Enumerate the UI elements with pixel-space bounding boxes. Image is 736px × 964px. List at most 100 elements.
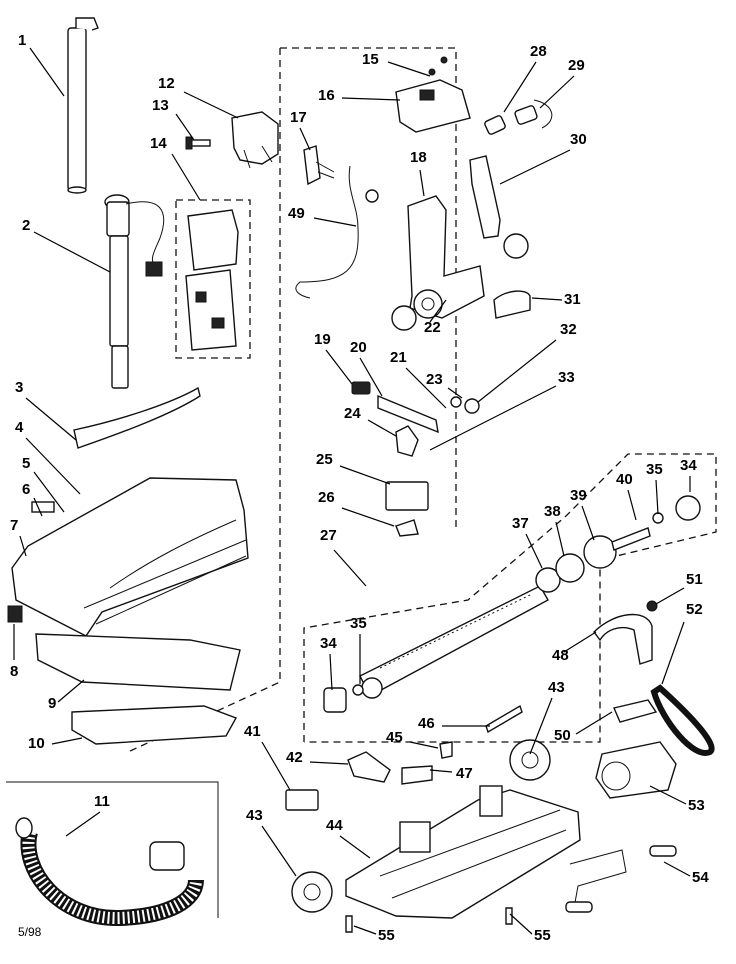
leader-line-c37 — [525, 533, 543, 569]
pad-41 — [285, 789, 319, 811]
leader-line-c43b — [261, 825, 297, 877]
leader-line-c40 — [627, 489, 637, 521]
bracket-plate — [469, 155, 501, 239]
slide-plate — [385, 481, 429, 511]
callout-c21: 21 — [390, 349, 407, 366]
leader-line-c33 — [429, 385, 557, 451]
front-bumper — [35, 633, 241, 691]
wire-connector — [365, 189, 379, 203]
callout-c37: 37 — [512, 515, 529, 532]
wheel-left — [291, 871, 333, 913]
leader-line-c3 — [25, 397, 77, 441]
callout-c19: 19 — [314, 331, 331, 348]
leader-line-c52 — [661, 621, 685, 685]
leader-line-c6 — [33, 497, 43, 517]
leader-line-c7 — [19, 535, 27, 557]
callout-c46: 46 — [418, 715, 435, 732]
callout-c17: 17 — [290, 109, 307, 126]
leader-line-c26 — [341, 507, 395, 527]
screw-55-left — [345, 915, 353, 933]
leader-line-c29 — [539, 75, 575, 109]
callout-c48: 48 — [552, 647, 569, 664]
fuse — [484, 115, 506, 135]
callout-c55a: 55 — [378, 927, 395, 944]
leader-line-c53 — [649, 785, 687, 805]
leader-line-c45 — [409, 741, 439, 749]
callout-c45: 45 — [386, 729, 403, 746]
internal-wire — [295, 165, 359, 299]
wheel-right-hub — [521, 751, 539, 769]
callout-c38: 38 — [544, 503, 561, 520]
brushroll — [359, 585, 549, 699]
callout-c35b: 35 — [350, 615, 367, 632]
callout-c34b: 34 — [320, 635, 337, 652]
callout-c10: 10 — [28, 735, 45, 752]
leader-line-c15 — [387, 61, 431, 77]
hose-inset-border — [6, 781, 219, 918]
callout-c29: 29 — [568, 57, 585, 74]
wheel-right — [509, 739, 551, 781]
callout-c32: 32 — [560, 321, 577, 338]
bearing-39 — [583, 535, 617, 569]
bolt-51 — [646, 600, 658, 612]
callout-c16: 16 — [318, 87, 335, 104]
callout-c34a: 34 — [680, 457, 697, 474]
leader-line-c32 — [477, 339, 557, 403]
leader-line-c2 — [33, 231, 111, 273]
leader-line-c28 — [503, 61, 537, 113]
callout-c9: 9 — [48, 695, 56, 712]
callout-c13: 13 — [152, 97, 169, 114]
bracket-47 — [401, 765, 433, 785]
date-code: 5/98 — [18, 925, 42, 939]
callout-c41: 41 — [244, 723, 261, 740]
callout-c40: 40 — [616, 471, 633, 488]
callout-c7: 7 — [10, 517, 18, 534]
callout-c30: 30 — [570, 131, 587, 148]
callout-c47: 47 — [456, 765, 473, 782]
leader-line-c20 — [359, 357, 383, 397]
leader-line-c49 — [313, 217, 357, 227]
leader-line-c38 — [555, 521, 565, 557]
motor-cover — [493, 290, 531, 319]
callout-c1: 1 — [18, 32, 26, 49]
leader-line-c14 — [171, 153, 201, 201]
leader-line-c16 — [341, 97, 401, 101]
callout-c11: 11 — [94, 793, 110, 810]
wheel-left-hub — [303, 883, 321, 901]
callout-c31: 31 — [564, 291, 581, 308]
leader-line-c41 — [261, 741, 291, 791]
leader-line-c51 — [655, 587, 685, 605]
disk-right — [503, 233, 529, 259]
leader-lines — [13, 47, 691, 935]
leader-line-c11 — [65, 811, 101, 837]
leader-line-c30 — [499, 149, 571, 185]
callout-c15: 15 — [362, 51, 379, 68]
leader-line-c25 — [339, 465, 391, 485]
callout-c27: 27 — [320, 527, 337, 544]
leader-line-c55b — [509, 913, 533, 935]
callout-c5: 5 — [22, 455, 30, 472]
crank-grip-bottom — [565, 901, 593, 913]
leader-line-c1 — [29, 47, 65, 97]
callout-c43b: 43 — [246, 807, 263, 824]
leader-line-c4 — [25, 437, 81, 495]
spring-45 — [439, 741, 453, 759]
leader-line-c43a — [529, 697, 553, 755]
callout-c55b: 55 — [534, 927, 551, 944]
leader-line-c27 — [333, 549, 367, 587]
callout-c22: 22 — [424, 319, 441, 336]
leader-line-c39 — [581, 505, 595, 541]
callout-c3: 3 — [15, 379, 23, 396]
callout-c52: 52 — [686, 601, 703, 618]
fuse-holder — [514, 99, 553, 129]
callout-c8: 8 — [10, 663, 18, 680]
end-cap-left — [323, 687, 347, 713]
callout-c2: 2 — [22, 217, 30, 234]
cam-gear — [395, 425, 419, 457]
washer-small — [450, 396, 462, 408]
callout-c51: 51 — [686, 571, 703, 588]
switch — [303, 145, 335, 186]
leader-line-c12 — [183, 91, 239, 119]
leader-line-c44 — [339, 835, 371, 859]
